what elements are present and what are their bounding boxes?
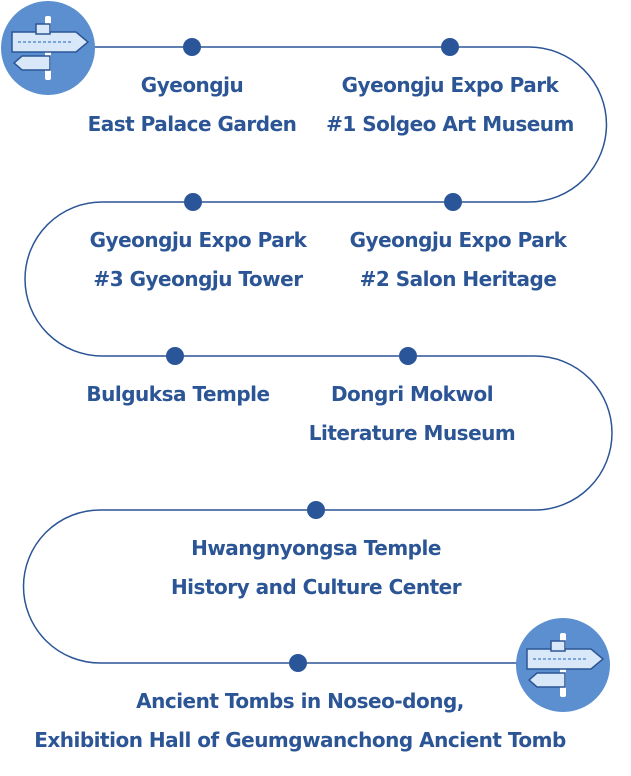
stop-label-line: Gyeongju Expo Park xyxy=(341,73,559,97)
stop-dot-4 xyxy=(184,193,202,211)
stop-label-5: Bulguksa Temple xyxy=(86,375,270,414)
stop-label-4: Gyeongju Expo Park #3 Gyeongju Tower xyxy=(90,221,307,299)
stop-label-6: Dongri Mokwol Literature Museum xyxy=(308,375,516,453)
stop-label-line: East Palace Garden xyxy=(87,112,297,136)
stop-label-line: Gyeongju Expo Park xyxy=(349,228,567,252)
start-signpost-icon xyxy=(1,1,95,95)
stop-label-line: Gyeongju Expo Park xyxy=(89,228,307,252)
end-signpost-icon xyxy=(516,618,610,712)
stop-label-line: Literature Museum xyxy=(308,421,516,445)
stop-label-line: History and Culture Center xyxy=(170,575,462,599)
stop-label-line: Bulguksa Temple xyxy=(86,382,270,406)
stop-label-line: #3 Gyeongju Tower xyxy=(93,267,303,291)
stop-dot-8 xyxy=(289,654,307,672)
stop-label-line: Gyeongju xyxy=(140,73,244,97)
stop-label-line: #2 Salon Heritage xyxy=(359,267,557,291)
stop-label-2: Gyeongju Expo Park #1 Solgeo Art Museum xyxy=(326,66,574,144)
route-path xyxy=(22,46,613,664)
stop-dot-1 xyxy=(183,38,201,56)
stop-label-3: Gyeongju Expo Park #2 Salon Heritage xyxy=(350,221,567,299)
stop-label-8: Ancient Tombs in Noseo-dong, Exhibition … xyxy=(34,682,566,760)
stop-label-line: #1 Solgeo Art Museum xyxy=(326,112,574,136)
stop-dot-3 xyxy=(444,193,462,211)
stop-dot-5 xyxy=(166,347,184,365)
stop-dot-2 xyxy=(441,38,459,56)
stop-label-line: Hwangnyongsa Temple xyxy=(191,536,441,560)
stop-label-line: Ancient Tombs in Noseo-dong, xyxy=(136,689,464,713)
stop-label-7: Hwangnyongsa Temple History and Culture … xyxy=(170,529,462,607)
stop-label-line: Exhibition Hall of Geumgwanchong Ancient… xyxy=(34,728,566,752)
stop-label-1: Gyeongju East Palace Garden xyxy=(88,66,297,144)
stop-label-line: Dongri Mokwol xyxy=(330,382,494,406)
stop-dot-7 xyxy=(307,501,325,519)
stop-dot-6 xyxy=(399,347,417,365)
